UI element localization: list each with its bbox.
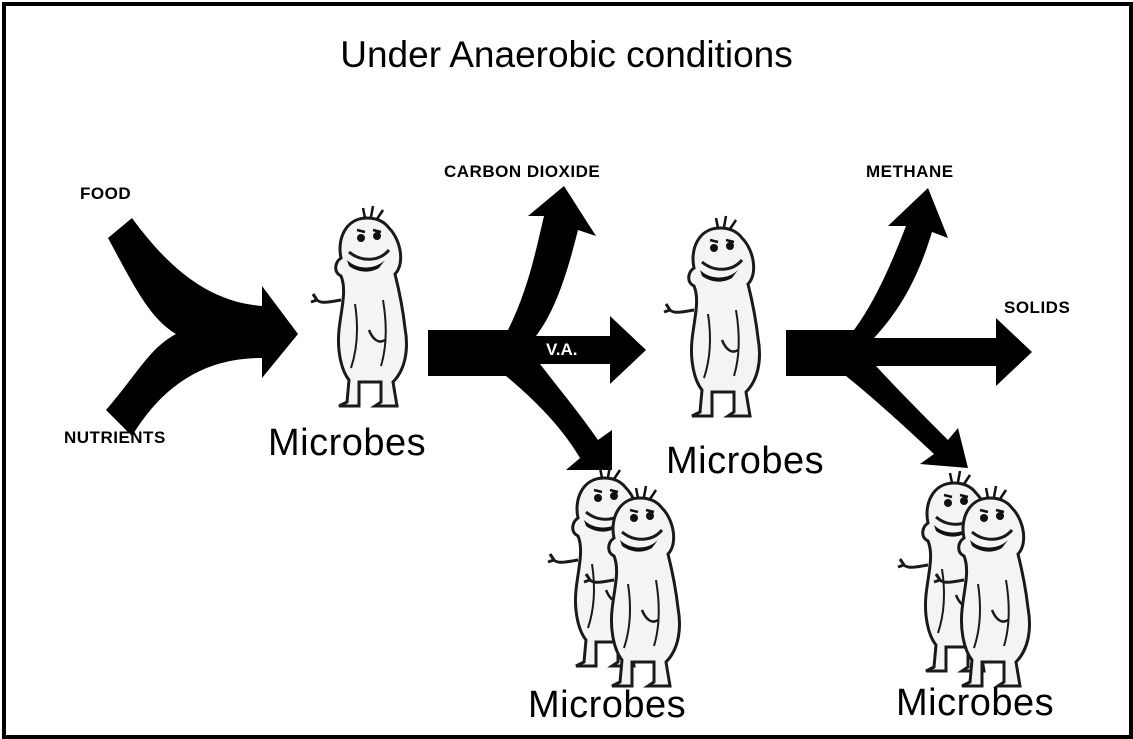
solids-label: SOLIDS bbox=[1004, 298, 1070, 318]
stage2-split-arrow bbox=[786, 188, 1032, 468]
input-merge-arrow bbox=[106, 218, 298, 436]
diagram-title: Under Anaerobic conditions bbox=[0, 34, 1133, 76]
microbe-stage1-icon bbox=[311, 206, 407, 406]
food-label: FOOD bbox=[80, 184, 131, 204]
microbes-label-offspring2: Microbes bbox=[896, 682, 1054, 725]
stage1-split-arrow bbox=[428, 186, 646, 470]
microbes-label-offspring1: Microbes bbox=[528, 684, 686, 727]
microbes-label-stage1: Microbes bbox=[268, 422, 426, 465]
microbes-label-stage2: Microbes bbox=[666, 440, 824, 483]
volatile-acids-label: V.A. bbox=[546, 340, 578, 360]
methane-label: METHANE bbox=[866, 162, 954, 182]
nutrients-label: NUTRIENTS bbox=[64, 428, 166, 448]
microbe-stage2-icon bbox=[664, 216, 760, 416]
carbon-dioxide-label: CARBON DIOXIDE bbox=[444, 162, 600, 182]
